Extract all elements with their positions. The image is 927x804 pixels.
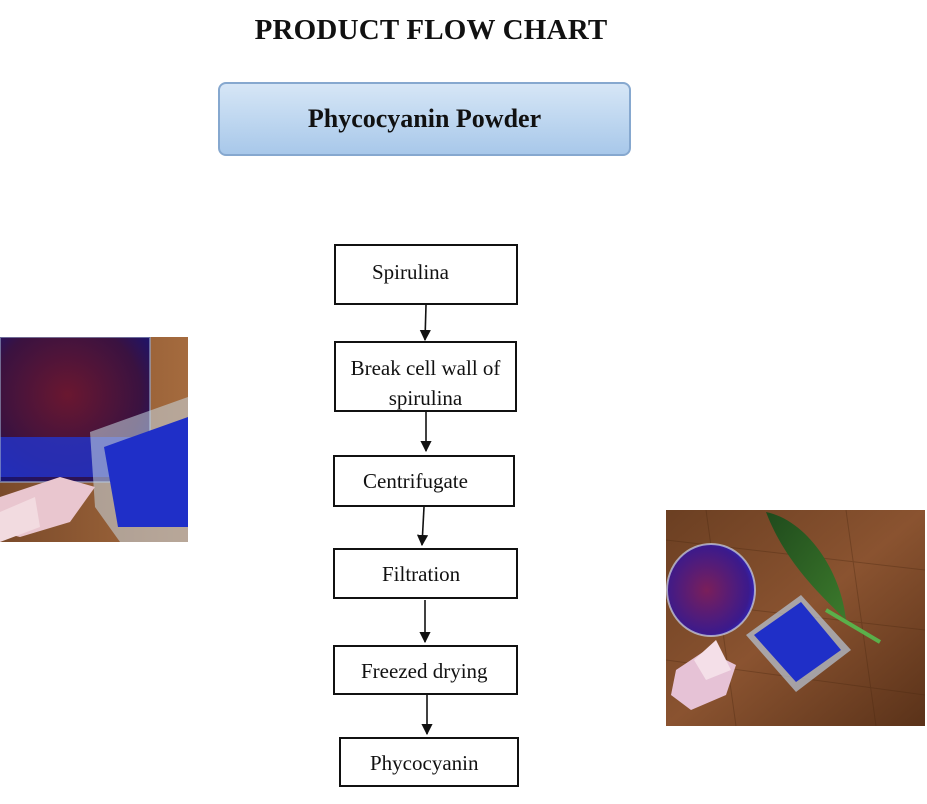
chart-title: PRODUCT FLOW CHART — [254, 14, 608, 46]
step-label: Freezed drying — [361, 659, 488, 683]
step-break-cell-wall: Break cell wall of spirulina — [334, 341, 517, 412]
product-photo-left — [0, 337, 188, 542]
arrow-3 — [416, 506, 429, 547]
step-freezed-drying: Freezed drying — [333, 645, 518, 695]
step-phycocyanin: Phycocyanin — [339, 737, 519, 787]
step-label: Phycocyanin — [370, 751, 479, 775]
product-name: Phycocyanin Powder — [307, 104, 542, 133]
step-label: Spirulina — [372, 260, 449, 284]
arrow-1 — [419, 304, 431, 342]
step-label: Filtration — [382, 562, 461, 586]
step-label: Centrifugate — [363, 469, 468, 493]
step-filtration: Filtration — [333, 548, 518, 599]
step-label: Break cell wall of spirulina — [350, 356, 501, 410]
step-spirulina: Spirulina — [334, 244, 518, 305]
product-photo-right — [666, 510, 925, 726]
product-banner: Phycocyanin Powder — [218, 82, 631, 156]
step-centrifugate: Centrifugate — [333, 455, 515, 507]
